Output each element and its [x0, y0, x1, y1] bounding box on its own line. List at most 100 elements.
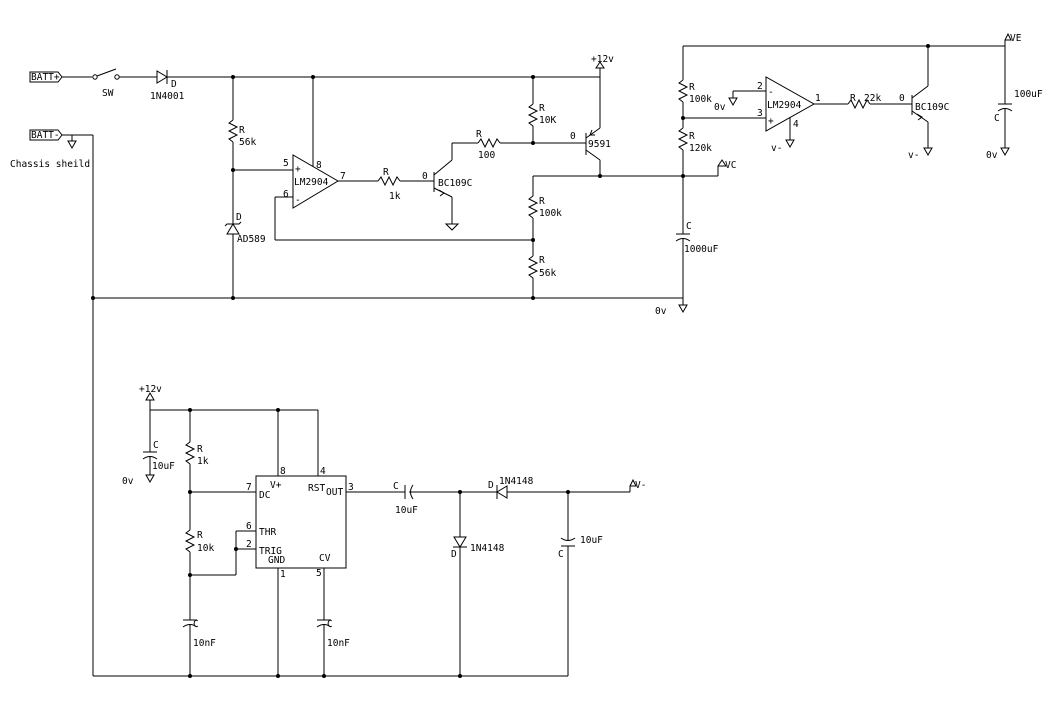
opamp2-neg-label: v-	[771, 143, 782, 154]
timer-pin6: 6	[246, 521, 252, 532]
node-vminus-label: V-	[635, 480, 646, 491]
supply-12v-bottom-label: +12v	[139, 384, 162, 395]
diode-1n4148-b	[496, 485, 508, 499]
diode-1n4001-designator: D	[171, 79, 177, 90]
zener-ad589	[224, 221, 242, 235]
power-switch	[92, 68, 157, 80]
node-ve-symbol	[1004, 32, 1012, 46]
diode-1n4001-part: 1N4001	[150, 91, 185, 102]
timer-out: OUT	[326, 487, 343, 498]
ground-0v-right-label: 0v	[986, 150, 998, 161]
switch-designator: SW	[102, 88, 114, 99]
resistor-100-designator: R	[476, 129, 482, 140]
opamp1-plus-sign: +	[295, 164, 301, 175]
resistor-56k-a-designator: R	[239, 125, 245, 136]
cap-1000uf-value: 1000uF	[684, 244, 719, 255]
cap-100uf-designator: C	[994, 113, 1000, 124]
node-vminus-symbol	[629, 478, 637, 492]
resistor-56k-a	[227, 119, 239, 143]
q2-pin: 0	[899, 93, 905, 104]
resistor-56k-b-designator: R	[539, 255, 545, 266]
resistor-1k-a-designator: R	[383, 167, 389, 178]
opamp1-minus-sign: -	[295, 195, 301, 206]
diode-b-part: 1N4148	[499, 476, 534, 487]
diode-a-part: 1N4148	[470, 543, 505, 554]
resistor-56k-b-value: 56k	[539, 268, 556, 279]
resistor-10k-b-designator: R	[197, 530, 203, 541]
junction	[458, 674, 462, 678]
resistor-100-value: 100	[478, 150, 495, 161]
diode-1n4148-a	[453, 536, 467, 548]
timer-555	[255, 475, 347, 569]
timer-trig: TRIG	[259, 546, 282, 557]
resistor-1k-a-value: 1k	[389, 191, 401, 202]
cap-100uf-value: 100uF	[1014, 89, 1043, 100]
opamp2-pin1: 1	[815, 93, 821, 104]
timer-rst: RST	[308, 483, 325, 494]
resistor-56k-b	[527, 255, 539, 279]
cap-10uf-a-value: 10uF	[152, 461, 175, 472]
opamp-lm2904-1	[292, 154, 339, 209]
timer-pin4: 4	[320, 466, 326, 477]
resistor-56k-a-value: 56k	[239, 137, 256, 148]
chassis-label: Chassis sheild	[10, 159, 90, 170]
resistor-10k-a	[527, 103, 539, 127]
resistor-10k-a-value: 10K	[539, 115, 556, 126]
diode-a-designator: D	[451, 549, 457, 560]
opamp1-pin6: 6	[283, 189, 289, 200]
ground-symbol	[145, 474, 155, 484]
cap-1000uf-designator: C	[686, 221, 692, 232]
node-vc-label: VC	[725, 160, 736, 171]
opamp2-ref-label: 0v	[714, 102, 726, 113]
opamp1-pin7: 7	[340, 171, 346, 182]
opamp1-part: LM2904	[294, 177, 329, 188]
batt-minus-label: BATT-	[31, 130, 60, 141]
cap-10uf-b-value: 10uF	[395, 505, 418, 516]
timer-thr: THR	[259, 527, 276, 538]
cap-10nf-b-value: 10nF	[327, 638, 350, 649]
opamp2-pin3: 3	[757, 108, 763, 119]
opamp2-plus-sign: +	[768, 116, 774, 127]
opamp2-minus-sign: -	[768, 87, 774, 98]
ground-symbol	[785, 139, 795, 149]
cap-10uf-c-value: 10uF	[580, 535, 603, 546]
cap-10nf-a-designator: C	[193, 619, 199, 630]
node-ve-label: VE	[1010, 33, 1022, 44]
opamp2-pin4: 4	[793, 119, 799, 130]
zener-designator: D	[236, 212, 242, 223]
ground-0v-bottom-label: 0v	[122, 476, 134, 487]
resistor-10k-a-designator: R	[539, 103, 545, 114]
cap-10uf-b-designator: C	[393, 481, 399, 492]
resistor-100k-b	[677, 79, 689, 103]
resistor-22k-value: 22k	[864, 93, 881, 104]
junction	[231, 296, 235, 300]
timer-pin8: 8	[280, 466, 286, 477]
ground-symbol	[678, 304, 688, 314]
junction	[234, 547, 238, 551]
ground-0v-label: 0v	[655, 306, 667, 317]
resistor-1k-b	[184, 441, 196, 465]
cap-10nf-b-designator: C	[327, 619, 333, 630]
transistor-9591	[585, 77, 601, 176]
q9591-pin: 0	[570, 131, 576, 142]
resistor-100k-b-designator: R	[689, 82, 695, 93]
cap-10uf-a-designator: C	[153, 440, 159, 451]
resistor-100k-a	[527, 195, 539, 219]
batt-minus-connector	[29, 129, 93, 141]
ground-symbol	[1000, 147, 1010, 157]
zener-part: AD589	[237, 234, 266, 245]
batt-plus-connector	[29, 71, 92, 83]
batt-plus-label: BATT+	[31, 72, 60, 83]
timer-pin7: 7	[246, 482, 252, 493]
junction	[322, 674, 326, 678]
cap-10uf-c-designator: C	[558, 549, 564, 560]
cap-10nf-a-value: 10nF	[193, 638, 216, 649]
timer-cv: CV	[319, 553, 331, 564]
resistor-120k	[677, 127, 689, 151]
diode-b-designator: D	[488, 480, 494, 491]
resistor-22k-designator: R	[850, 93, 856, 104]
resistor-1k-b-designator: R	[197, 444, 203, 455]
diode-1n4001	[156, 70, 168, 84]
junction	[188, 674, 192, 678]
junction	[531, 238, 535, 242]
